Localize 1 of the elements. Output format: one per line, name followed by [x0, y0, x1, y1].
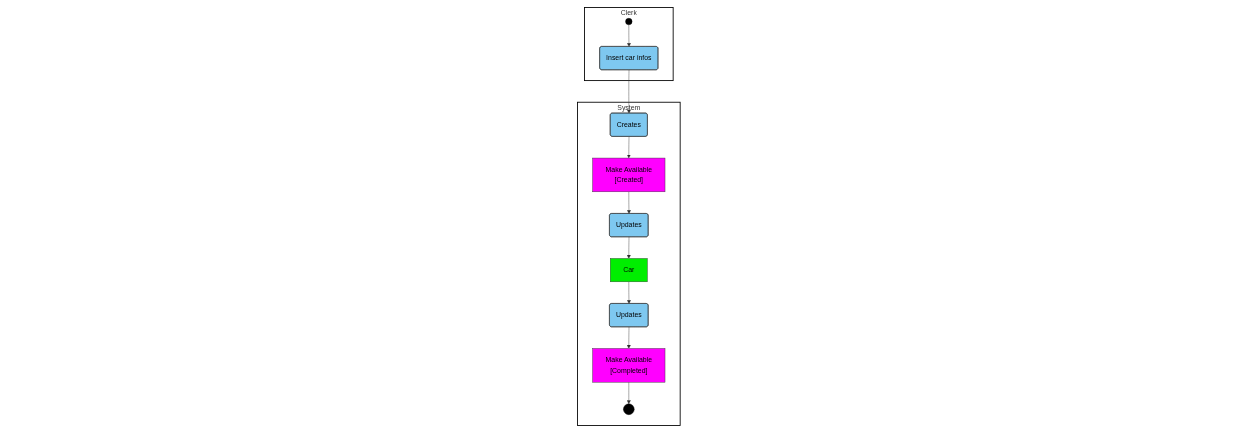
node-circle: [625, 17, 633, 25]
